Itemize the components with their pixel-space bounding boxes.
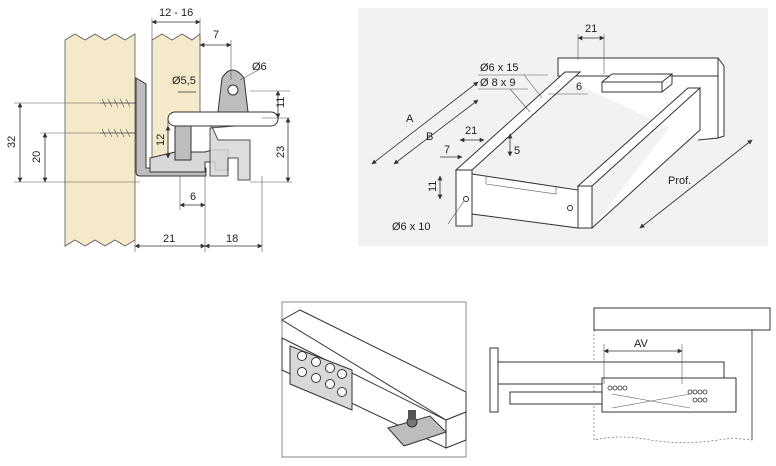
iso-dim-A: A [406, 113, 414, 125]
iso-dim-6: 6 [576, 81, 582, 93]
hole-right [567, 205, 573, 211]
runner-rail [207, 117, 261, 181]
iso-dim-7: 7 [444, 144, 450, 156]
side-runner-cross [611, 393, 691, 409]
hole-left [463, 196, 469, 202]
screw-upper [100, 98, 140, 108]
iso-dim-21: 21 [465, 125, 477, 137]
rail-end [445, 411, 467, 449]
iso-dim-dia8x9: Ø 8 x 9 [480, 77, 515, 89]
dim-11: 11 [275, 97, 287, 108]
side-runner-holes [607, 385, 708, 403]
iso-dim-11: 11 [427, 181, 439, 192]
dim-20: 20 [31, 151, 43, 163]
detail-view [281, 301, 467, 458]
side-dim-av: AV [634, 338, 649, 350]
dim-32: 32 [6, 136, 18, 148]
side-view: AV [489, 307, 771, 443]
iso-dim-dia6x10: Ø6 x 10 [392, 221, 431, 233]
dim-6: 6 [190, 191, 196, 203]
dim-dia-6: Ø6 [252, 61, 267, 73]
side-front-panel [489, 347, 499, 413]
drawer-front-rail [471, 173, 579, 229]
lock-screw-head [408, 410, 416, 420]
front-notch [485, 176, 557, 195]
iso-dim-prof: Prof. [668, 175, 691, 187]
dim-7: 7 [213, 29, 219, 41]
dim-top-gap: 12 - 16 [159, 7, 193, 19]
side-drawer-body [593, 330, 753, 443]
dim-18: 18 [226, 233, 238, 245]
drawer-bottom [167, 111, 279, 127]
dim-21: 21 [163, 233, 175, 245]
iso-dim-B: B [426, 131, 433, 143]
dim-12: 12 [155, 134, 167, 146]
bottom-block [174, 125, 192, 161]
dim-dia-5-5: Ø5,5 [172, 75, 196, 87]
iso-dim-21-top: 21 [585, 23, 597, 35]
side-runner-box [601, 377, 737, 413]
runner-holes [297, 351, 347, 397]
bracket-pin-hole [227, 84, 239, 96]
dim-23: 23 [275, 146, 287, 158]
screw-lower [100, 128, 140, 138]
iso-dim-dia6x15: Ø6 x 15 [480, 62, 519, 74]
side-top-panel [593, 307, 771, 331]
rail-top-surface [281, 309, 467, 421]
iso-dim-5: 5 [514, 145, 520, 157]
cabinet-side-panel [64, 33, 136, 247]
back-block [601, 73, 674, 93]
section-view: 12 - 16 7 Ø6 Ø5,5 11 32 20 12 23 6 21 [6, 7, 292, 252]
isometric-view: 21 Ø6 x 15 Ø 8 x 9 6 A B 21 7 5 11 Ø6 x … [358, 8, 768, 246]
